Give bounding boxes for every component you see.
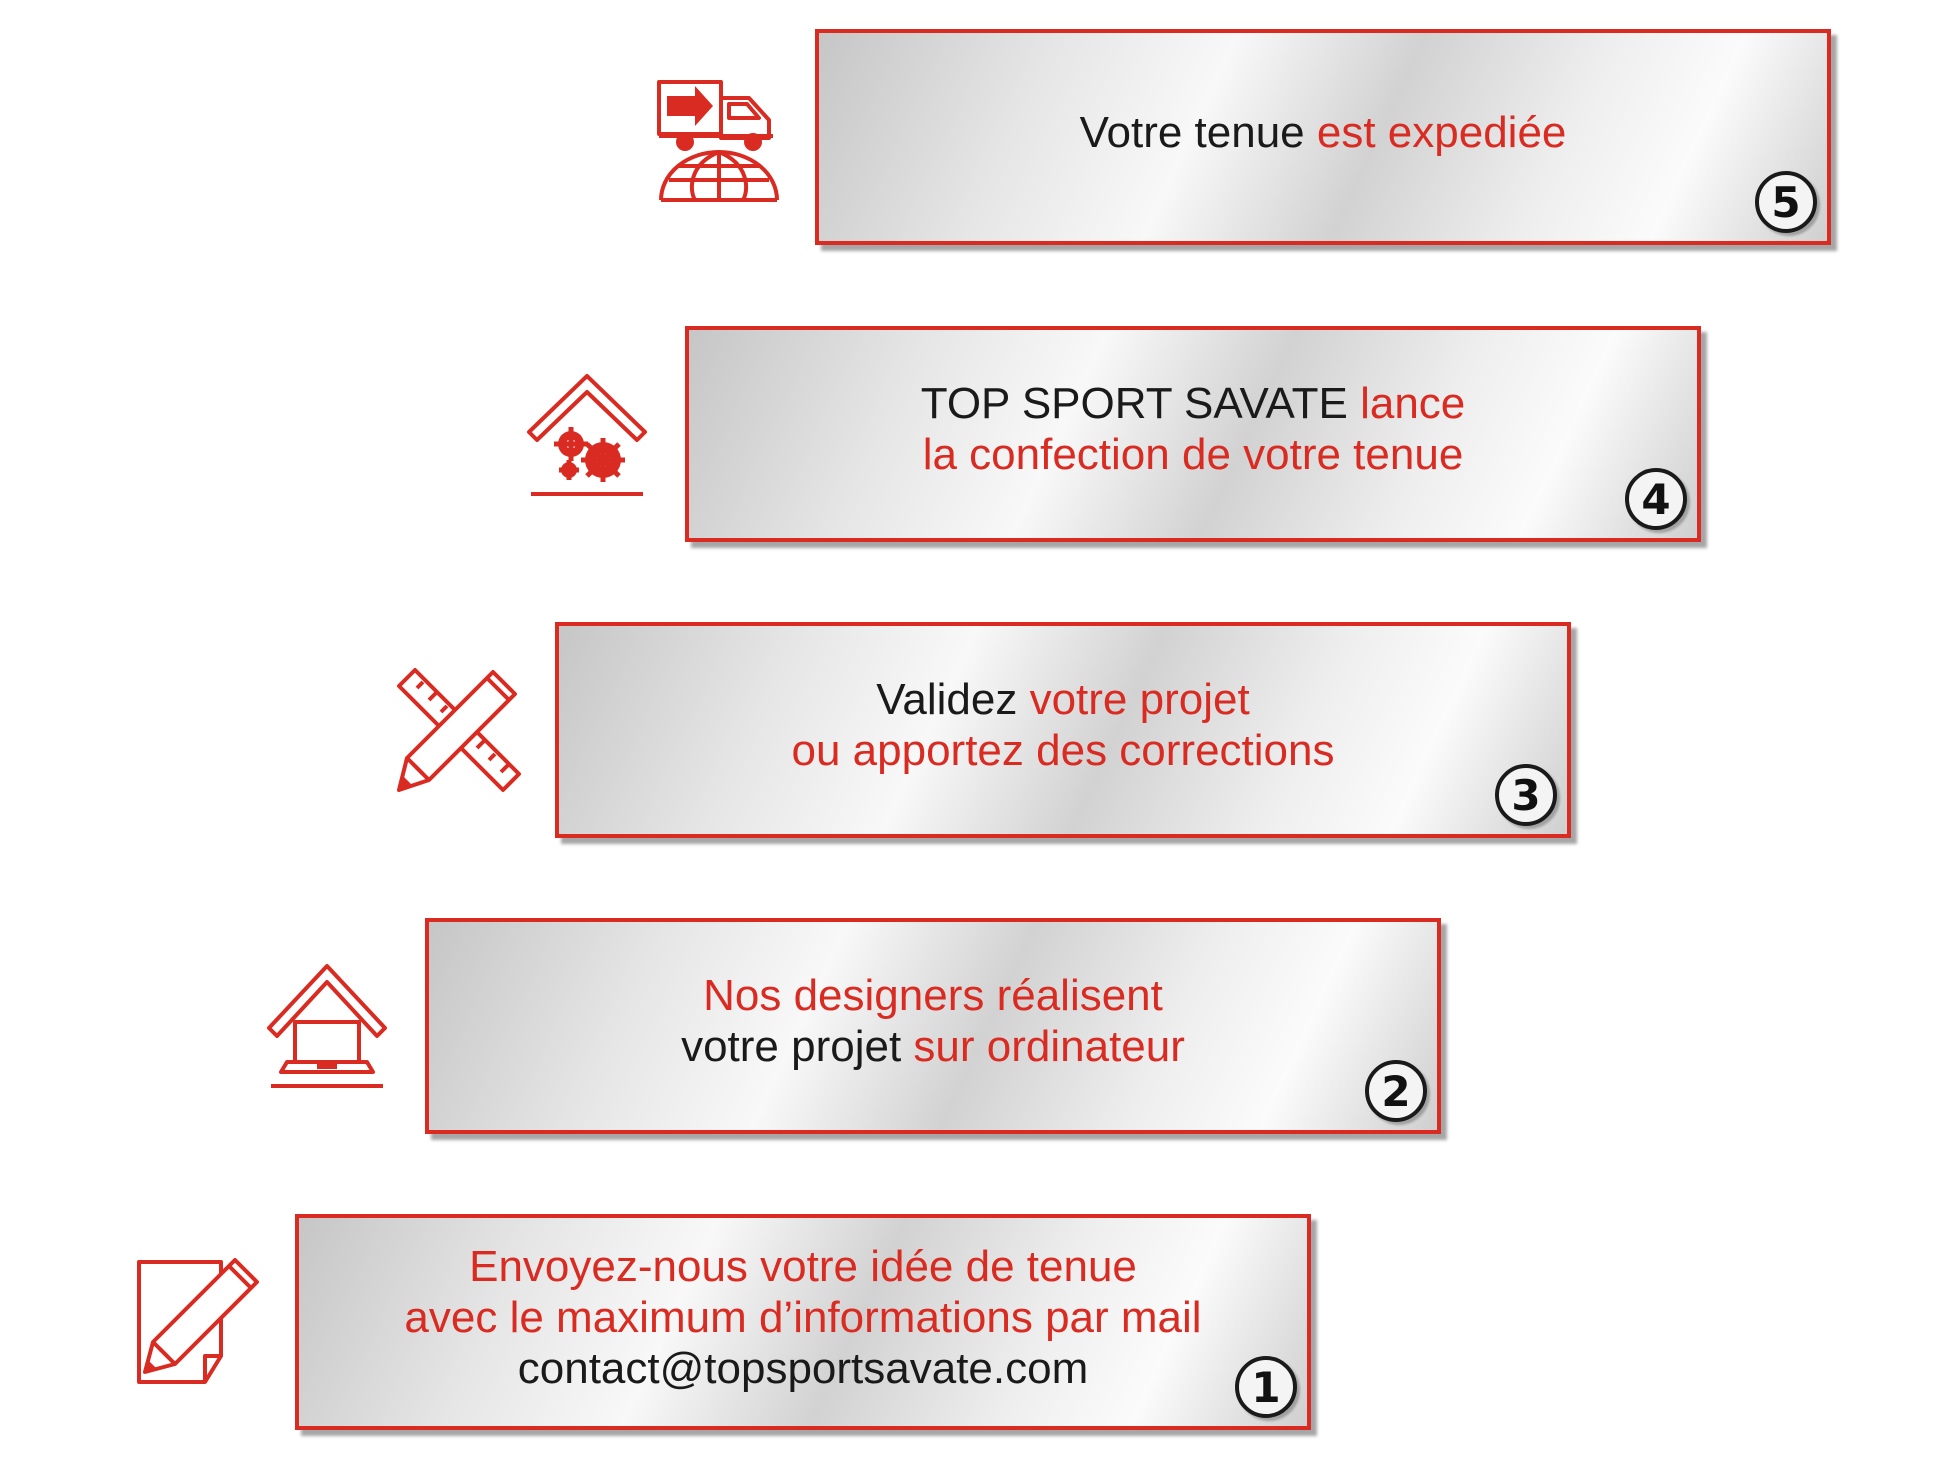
step-4-line-2: la confection de votre tenue	[923, 429, 1464, 480]
step-4-text: TOP SPORT SAVATE lance la confection de …	[689, 330, 1697, 538]
step-5-box: Votre tenue est expediée 5	[815, 29, 1831, 245]
step-3-line-2: ou apportez des corrections	[792, 725, 1335, 776]
step-1-line-2: avec le maximum d’informations par mail	[404, 1292, 1201, 1343]
step-1-text-segment: Envoyez-nous votre idée de tenue	[469, 1241, 1137, 1291]
house-laptop-icon	[267, 964, 387, 1088]
step-3-text-segment: votre projet	[1029, 675, 1250, 724]
step-3-text-segment: ou apportez des corrections	[791, 726, 1335, 775]
step-5-text-segment: Votre tenue	[1079, 107, 1317, 157]
step-1-line-1: Envoyez-nous votre idée de tenue	[469, 1241, 1137, 1292]
step-4-text-segment: la confection de votre tenue	[922, 430, 1464, 479]
step-4-text-segment: TOP SPORT SAVATE	[920, 379, 1361, 428]
step-2-text: Nos designers réalisent votre projet sur…	[429, 922, 1437, 1130]
step-2-text-segment: votre projet	[681, 1022, 914, 1071]
step-3-text-segment: Validez	[876, 675, 1030, 724]
step-2-text-segment: Nos designers réalisent	[703, 971, 1163, 1020]
truck-globe-icon	[657, 80, 779, 202]
step-3-line-1: Validez votre projet	[876, 674, 1249, 725]
house-gears-icon	[527, 374, 647, 496]
step-4-number-badge: 4	[1625, 468, 1687, 530]
step-1-box: Envoyez-nous votre idée de tenue avec le…	[295, 1214, 1311, 1430]
step-2-line-2: votre projet sur ordinateur	[681, 1021, 1185, 1072]
step-1-text-segment: avec le maximum d’informations par mail	[404, 1292, 1202, 1342]
step-2-text-segment: sur ordinateur	[913, 1022, 1185, 1071]
step-5-number-badge: 5	[1755, 171, 1817, 233]
step-4-text-segment: lance	[1360, 379, 1466, 428]
step-2-number-badge: 2	[1365, 1060, 1427, 1122]
step-2-line-1: Nos designers réalisent	[703, 970, 1163, 1021]
step-5-line-1: Votre tenue est expediée	[1080, 107, 1567, 158]
step-3-text: Validez votre projet ou apportez des cor…	[559, 626, 1567, 834]
ruler-pencil-icon	[397, 668, 521, 792]
step-3-box: Validez votre projet ou apportez des cor…	[555, 622, 1571, 838]
step-5-text: Votre tenue est expediée	[819, 33, 1827, 241]
step-2-box: Nos designers réalisent votre projet sur…	[425, 918, 1441, 1134]
step-1-number-badge: 1	[1235, 1356, 1297, 1418]
step-1-email-link[interactable]: contact@topsportsavate.com	[517, 1343, 1089, 1393]
step-1-line-3: contact@topsportsavate.com	[518, 1343, 1089, 1394]
step-5-text-segment: est expediée	[1316, 107, 1567, 157]
step-3-number-badge: 3	[1495, 764, 1557, 826]
step-4-box: TOP SPORT SAVATE lance la confection de …	[685, 326, 1701, 542]
step-1-text: Envoyez-nous votre idée de tenue avec le…	[299, 1218, 1307, 1426]
note-pencil-icon	[137, 1258, 259, 1384]
step-4-line-1: TOP SPORT SAVATE lance	[921, 378, 1466, 429]
